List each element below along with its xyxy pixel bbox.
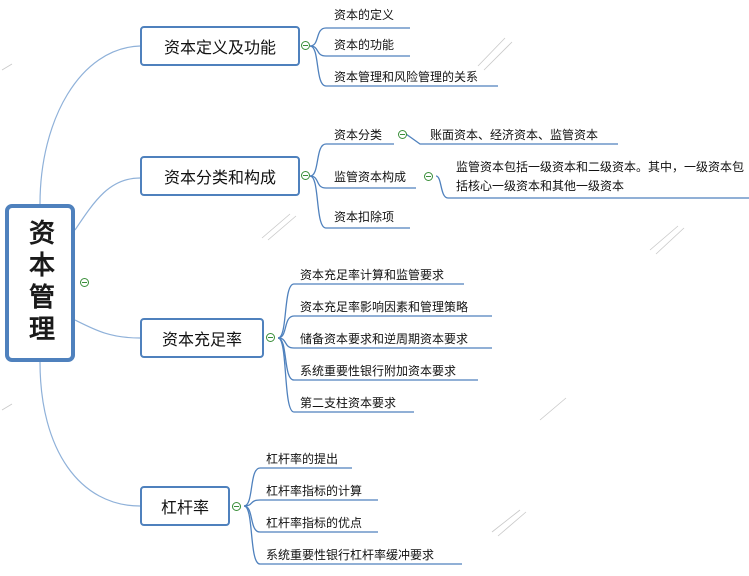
collapse-toggle-topic-4[interactable] <box>232 502 241 511</box>
background-marks <box>1 37 685 537</box>
connector-leaf <box>309 45 498 87</box>
connector-leaf <box>309 143 394 177</box>
collapse-toggle-topic-1[interactable] <box>301 41 310 50</box>
connector-leaf <box>277 315 492 339</box>
leaf-node[interactable]: 资本的功能 <box>334 38 395 52</box>
leaf-node[interactable]: 资本分类 <box>334 128 383 142</box>
connector-leaf <box>243 467 352 507</box>
leaf-node[interactable]: 储备资本要求和逆周期资本要求 <box>300 332 469 346</box>
leaf-node[interactable]: 系统重要性银行附加资本要求 <box>300 364 457 378</box>
connector-leaf <box>277 283 464 339</box>
collapse-toggle-capital-classification[interactable] <box>398 130 407 139</box>
leaf-node[interactable]: 杠杆率指标的优点 <box>266 516 363 530</box>
topic-capital-definition[interactable]: 资本定义及功能 <box>140 26 300 66</box>
connector-leaf <box>243 505 462 565</box>
connector-root-topic-1 <box>39 45 141 205</box>
leaf-node[interactable]: 资本充足率计算和监管要求 <box>300 268 445 282</box>
collapse-toggle-root[interactable] <box>80 278 89 287</box>
leaf-node[interactable]: 资本扣除项 <box>334 210 395 224</box>
connector-root-topic-4 <box>39 361 141 507</box>
topic-label: 资本定义及功能 <box>163 38 276 57</box>
collapse-toggle-topic-3[interactable] <box>266 333 275 342</box>
topic-leverage-ratio[interactable]: 杠杆率 <box>140 486 230 526</box>
root-topic[interactable]: 资本管理 <box>5 204 75 362</box>
topic-label: 资本充足率 <box>161 330 242 349</box>
connector-leaf <box>309 175 410 229</box>
root-topic-label: 资本管理 <box>24 219 55 347</box>
leaf-node[interactable]: 监管资本构成 <box>334 170 407 184</box>
connector-root-topic-3 <box>74 319 141 339</box>
leaf-node[interactable]: 第二支柱资本要求 <box>300 396 397 410</box>
topic-label: 资本分类和构成 <box>163 168 276 187</box>
topic-label: 杠杆率 <box>160 498 209 517</box>
leaf-node[interactable]: 资本管理和风险管理的关系 <box>334 70 479 84</box>
collapse-toggle-regulatory-capital[interactable] <box>424 172 433 181</box>
leaf-node[interactable]: 系统重要性银行杠杆率缓冲要求 <box>266 548 435 562</box>
connector-leaf <box>277 337 414 413</box>
leaf-node[interactable]: 资本充足率影响因素和管理策略 <box>300 300 469 314</box>
connector-root-topic-2 <box>74 177 141 231</box>
connector-leaf <box>309 175 416 189</box>
connector-leaf <box>405 133 618 145</box>
collapse-toggle-topic-2[interactable] <box>301 171 310 180</box>
topic-capital-adequacy[interactable]: 资本充足率 <box>140 318 264 358</box>
leaf-node[interactable]: 账面资本、经济资本、监管资本 <box>430 128 599 142</box>
connector-leaf <box>309 27 410 47</box>
leaf-node[interactable]: 资本的定义 <box>334 8 395 22</box>
leaf-node[interactable]: 监管资本包括一级资本和二级资本。其中，一级资本包括核心一级资本和其他一级资本 <box>456 160 745 193</box>
leaf-node[interactable]: 杠杆率指标的计算 <box>266 484 363 498</box>
connector-leaf <box>243 499 378 507</box>
leaf-node[interactable]: 杠杆率的提出 <box>266 452 339 466</box>
connector-leaf <box>435 175 749 199</box>
topic-capital-classification[interactable]: 资本分类和构成 <box>140 156 300 196</box>
